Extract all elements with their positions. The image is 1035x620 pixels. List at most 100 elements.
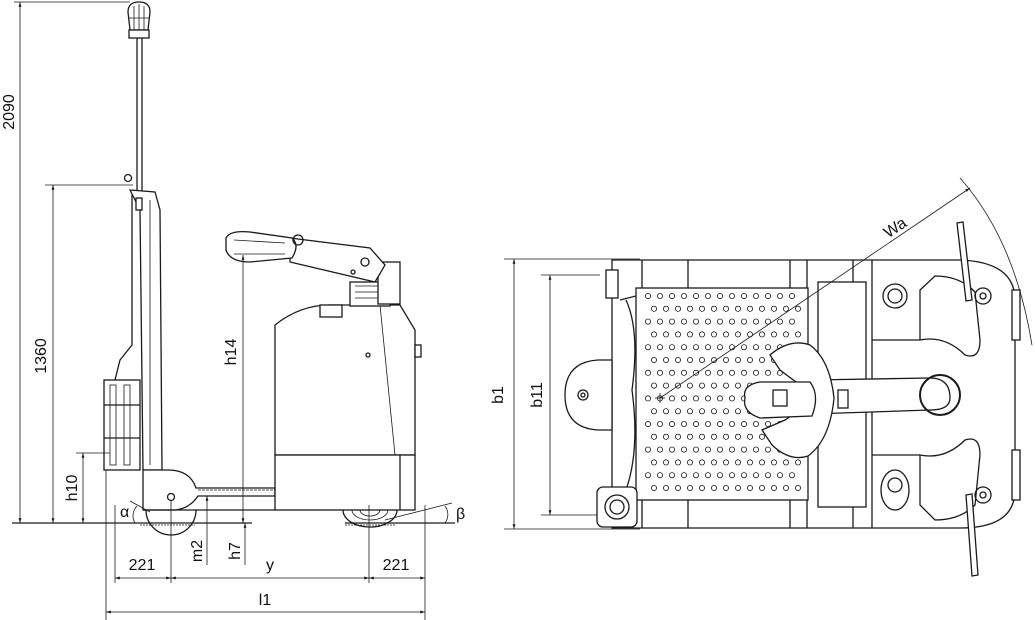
platform-dot bbox=[645, 292, 652, 299]
platform-dot bbox=[645, 446, 652, 453]
platform-dot bbox=[651, 484, 658, 491]
platform-dot bbox=[687, 408, 694, 415]
platform-dot bbox=[669, 292, 676, 299]
platform-dot bbox=[645, 472, 652, 479]
platform-dot bbox=[687, 356, 694, 363]
dim-wheel-track: b11 bbox=[529, 382, 546, 408]
dim-wheelbase: y bbox=[266, 557, 274, 574]
platform-dot bbox=[729, 369, 736, 376]
platform-dot bbox=[711, 305, 718, 312]
platform-dot bbox=[789, 472, 796, 479]
platform-dot bbox=[771, 484, 778, 491]
platform-dot bbox=[651, 356, 658, 363]
platform-dot bbox=[675, 356, 682, 363]
platform-dot bbox=[735, 459, 742, 466]
platform-dot bbox=[699, 433, 706, 440]
platform-dot bbox=[759, 305, 766, 312]
platform-dot bbox=[657, 344, 664, 351]
platform-dot bbox=[645, 420, 652, 427]
platform-dot bbox=[795, 305, 802, 312]
dim-rear-offset: 221 bbox=[383, 557, 410, 574]
platform-dot bbox=[717, 318, 724, 325]
platform-dot bbox=[645, 395, 652, 402]
platform-dot bbox=[711, 459, 718, 466]
platform-dot bbox=[675, 382, 682, 389]
platform-dot bbox=[759, 484, 766, 491]
platform-dot bbox=[765, 344, 772, 351]
platform-dot bbox=[765, 369, 772, 376]
platform-dot bbox=[753, 292, 760, 299]
platform-dot bbox=[735, 433, 742, 440]
angle-alpha: α bbox=[120, 504, 129, 521]
mast bbox=[103, 189, 163, 471]
platform-dot bbox=[753, 369, 760, 376]
platform-dot bbox=[729, 318, 736, 325]
platform-dot bbox=[735, 408, 742, 415]
platform-dot bbox=[645, 344, 652, 351]
platform-dot bbox=[723, 331, 730, 338]
platform-dot bbox=[711, 484, 718, 491]
platform-dot bbox=[717, 472, 724, 479]
platform-dot bbox=[669, 395, 676, 402]
platform-dot bbox=[747, 459, 754, 466]
platform-dot bbox=[663, 382, 670, 389]
platform-dot bbox=[717, 446, 724, 453]
platform-dot bbox=[699, 408, 706, 415]
platform-dot bbox=[669, 344, 676, 351]
platform-dot bbox=[657, 420, 664, 427]
platform-dot bbox=[717, 369, 724, 376]
platform-dot bbox=[789, 318, 796, 325]
platform-dot bbox=[693, 395, 700, 402]
platform-dot bbox=[759, 459, 766, 466]
platform-dot bbox=[753, 318, 760, 325]
platform-dot bbox=[687, 331, 694, 338]
dim-fork-height: h10 bbox=[64, 475, 81, 502]
dim-width: b1 bbox=[490, 386, 507, 404]
tiller-top bbox=[743, 342, 961, 459]
platform-dot bbox=[705, 344, 712, 351]
platform-dot bbox=[753, 446, 760, 453]
platform-dot bbox=[681, 344, 688, 351]
dim-platform-height: 1360 bbox=[33, 338, 50, 374]
drive-wheel bbox=[342, 509, 398, 528]
platform-dot bbox=[783, 459, 790, 466]
top-view: b1 b11 bbox=[490, 177, 1033, 577]
platform-dot bbox=[741, 318, 748, 325]
platform-dot bbox=[771, 331, 778, 338]
platform-dot bbox=[735, 305, 742, 312]
platform-dot bbox=[711, 331, 718, 338]
platform-dot bbox=[657, 369, 664, 376]
platform-dot bbox=[723, 408, 730, 415]
platform-dot bbox=[651, 408, 658, 415]
platform-dot bbox=[753, 344, 760, 351]
chassis bbox=[142, 469, 276, 511]
platform-dot bbox=[759, 331, 766, 338]
platform-dot bbox=[699, 382, 706, 389]
platform-dot bbox=[765, 292, 772, 299]
platform-dot bbox=[777, 472, 784, 479]
platform-dot bbox=[723, 433, 730, 440]
platform-dot bbox=[789, 292, 796, 299]
platform-dot bbox=[693, 472, 700, 479]
platform-dot bbox=[723, 382, 730, 389]
platform-dot bbox=[729, 446, 736, 453]
platform-dot bbox=[657, 318, 664, 325]
platform-dot bbox=[741, 292, 748, 299]
platform-dot bbox=[711, 382, 718, 389]
platform-dot bbox=[765, 420, 772, 427]
platform-dot bbox=[765, 446, 772, 453]
platform-dot bbox=[711, 433, 718, 440]
platform-dot bbox=[693, 369, 700, 376]
platform-dot bbox=[771, 305, 778, 312]
dim-ground-clearance: m2 bbox=[189, 540, 206, 562]
platform-dot bbox=[783, 331, 790, 338]
platform-dot bbox=[777, 292, 784, 299]
platform-dot bbox=[687, 433, 694, 440]
platform-dot bbox=[771, 459, 778, 466]
platform-dot bbox=[705, 395, 712, 402]
dim-platform-clearance: h7 bbox=[227, 542, 244, 560]
platform-dot bbox=[693, 344, 700, 351]
platform-dot bbox=[681, 318, 688, 325]
